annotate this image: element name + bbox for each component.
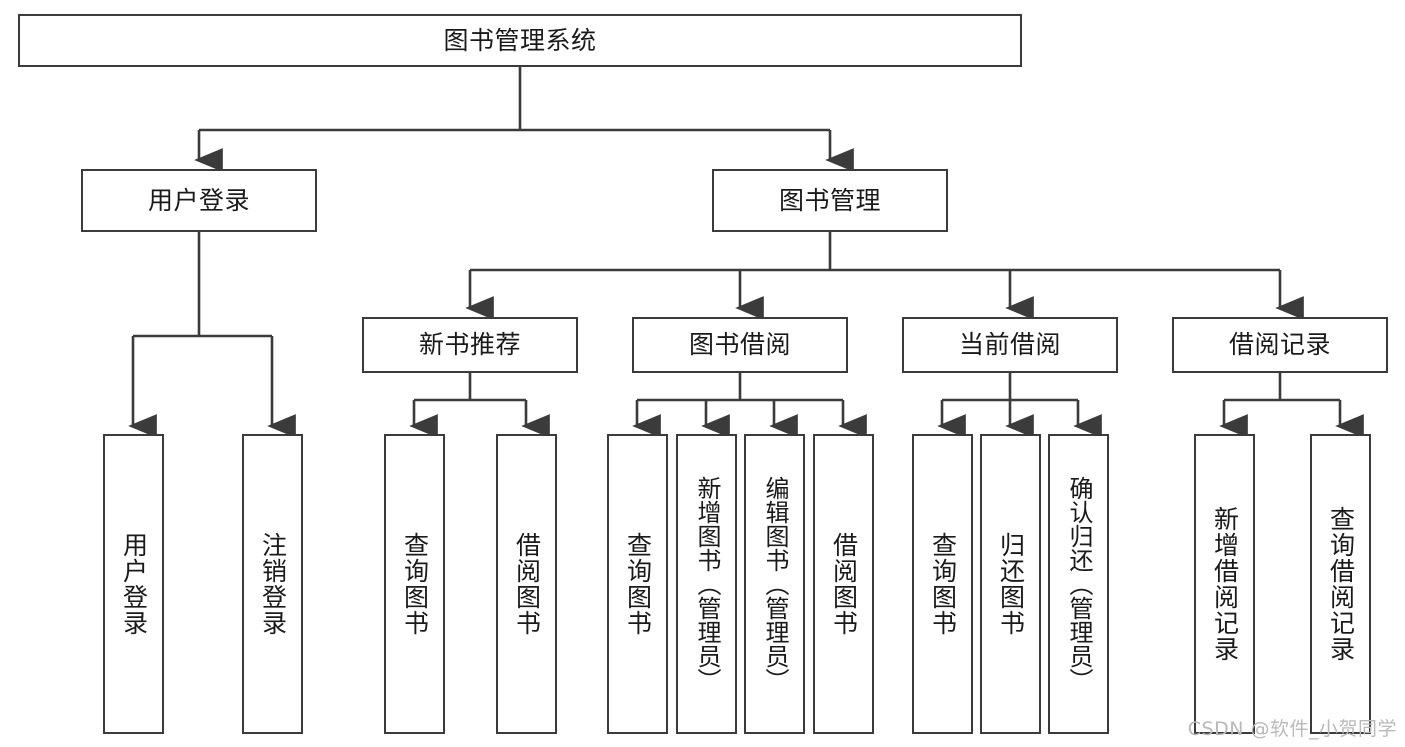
leaf-label: 借阅图书 bbox=[512, 532, 542, 636]
leaf-label: 确认归还（管理员） bbox=[1064, 476, 1093, 692]
leaf-label: 新增图书（管理员） bbox=[692, 476, 721, 692]
leaf-label: 借阅图书 bbox=[829, 532, 859, 636]
node-book-borrow-label: 图书借阅 bbox=[688, 330, 791, 360]
node-root-system[interactable]: 图书管理系统 bbox=[18, 14, 1022, 67]
leaf-label: 归还图书 bbox=[996, 532, 1026, 636]
node-borrow-record[interactable]: 借阅记录 bbox=[1172, 317, 1388, 373]
leaf-borrow-record-add[interactable]: 新增借阅记录 bbox=[1194, 434, 1255, 734]
leaf-book-borrow-borrow[interactable]: 借阅图书 bbox=[813, 434, 874, 734]
leaf-current-borrow-return[interactable]: 归还图书 bbox=[980, 434, 1041, 734]
node-root-label: 图书管理系统 bbox=[443, 25, 597, 55]
node-borrow-record-label: 借阅记录 bbox=[1228, 330, 1331, 360]
leaf-label: 编辑图书（管理员） bbox=[760, 476, 789, 692]
node-user-login[interactable]: 用户登录 bbox=[81, 169, 317, 232]
node-book-manage-label: 图书管理 bbox=[778, 185, 881, 215]
leaf-label: 注销登录 bbox=[258, 532, 288, 636]
leaf-label: 查询图书 bbox=[928, 532, 958, 636]
leaf-new-book-borrow[interactable]: 借阅图书 bbox=[496, 434, 557, 734]
leaf-user-login-login[interactable]: 用户登录 bbox=[103, 434, 164, 734]
node-current-borrow-label: 当前借阅 bbox=[958, 330, 1061, 360]
node-current-borrow[interactable]: 当前借阅 bbox=[902, 317, 1118, 373]
node-new-book-recommend[interactable]: 新书推荐 bbox=[362, 317, 578, 373]
leaf-current-borrow-query[interactable]: 查询图书 bbox=[912, 434, 973, 734]
csdn-watermark: CSDN @软件_小贺同学 bbox=[1187, 718, 1397, 740]
leaf-label: 查询图书 bbox=[400, 532, 430, 636]
leaf-label: 用户登录 bbox=[119, 532, 149, 636]
leaf-label: 查询图书 bbox=[623, 532, 653, 636]
leaf-book-borrow-add[interactable]: 新增图书（管理员） bbox=[676, 434, 737, 734]
leaf-label: 新增借阅记录 bbox=[1210, 506, 1240, 662]
leaf-book-borrow-query[interactable]: 查询图书 bbox=[607, 434, 668, 734]
leaf-book-borrow-edit[interactable]: 编辑图书（管理员） bbox=[744, 434, 805, 734]
leaf-label: 查询借阅记录 bbox=[1326, 506, 1356, 662]
leaf-current-borrow-confirm-return[interactable]: 确认归还（管理员） bbox=[1048, 434, 1109, 734]
leaf-borrow-record-query[interactable]: 查询借阅记录 bbox=[1310, 434, 1371, 734]
node-new-book-recommend-label: 新书推荐 bbox=[418, 330, 521, 360]
node-book-manage[interactable]: 图书管理 bbox=[712, 169, 948, 232]
leaf-new-book-query[interactable]: 查询图书 bbox=[384, 434, 445, 734]
node-book-borrow[interactable]: 图书借阅 bbox=[632, 317, 848, 373]
leaf-user-login-logout[interactable]: 注销登录 bbox=[242, 434, 303, 734]
node-user-login-label: 用户登录 bbox=[147, 185, 250, 215]
